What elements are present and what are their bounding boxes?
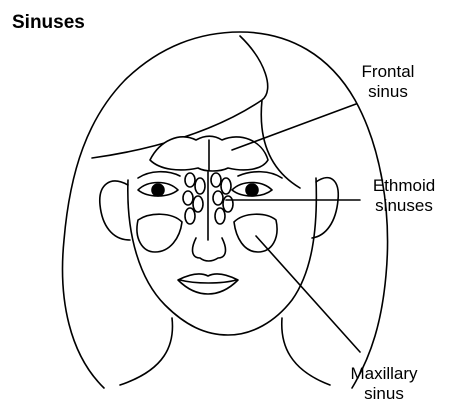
frontal-sinus-label: Frontal sinus [348, 62, 428, 102]
nose [193, 238, 226, 261]
maxillary-pointer [256, 236, 360, 352]
right-maxillary-sinus [234, 214, 277, 252]
ethmoid-sinuses-label: Ethmoid sinuses [360, 176, 448, 216]
left-maxillary-sinus [137, 214, 182, 252]
maxillary-sinus-label: Maxillary sinus [334, 364, 434, 404]
diagram-title: Sinuses [12, 12, 85, 34]
lips [178, 274, 238, 294]
neck [120, 318, 330, 385]
left-eyebrow [138, 172, 180, 178]
left-ear [100, 181, 130, 240]
right-eyebrow [238, 172, 282, 178]
frontal-pointer [232, 104, 356, 150]
